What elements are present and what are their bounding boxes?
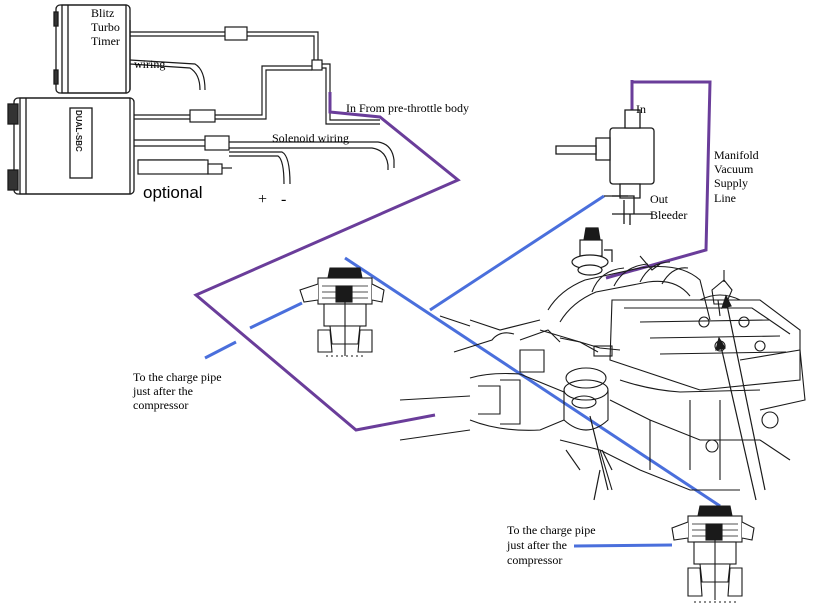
timer-label-3: Timer: [91, 34, 120, 48]
charge-pipe-right-1: To the charge pipe: [507, 523, 596, 537]
minus-label: -: [281, 191, 287, 208]
blue-line-left-pipe-dash: [204, 340, 237, 360]
pre-throttle-label: In From pre-throttle body: [346, 101, 469, 115]
charge-pipe-left-3: compressor: [133, 398, 189, 412]
turbo-timer-unit: [53, 4, 131, 94]
engine-drawing: [399, 255, 806, 491]
manifold-label-4: Line: [714, 191, 736, 205]
blue-line-bleeder: [429, 194, 605, 312]
charge-pipe-right-3: compressor: [507, 553, 563, 567]
purple-vacuum-line: [630, 80, 635, 113]
manifold-label-3: Supply: [714, 176, 749, 190]
callout-arrows: [589, 294, 766, 501]
manifold-label-2: Vacuum: [714, 162, 754, 176]
charge-pipe-left-1: To the charge pipe: [133, 370, 222, 384]
boost-solenoid: [555, 109, 655, 225]
wiring-harness: [129, 26, 395, 185]
blow-off-valve-lower: [671, 505, 755, 603]
in-label: In: [636, 102, 646, 116]
boost-controller-unit: [7, 97, 135, 195]
timer-label-1: Blitz: [91, 6, 115, 20]
purple-pre-throttle-line: [193, 92, 461, 432]
check-valve: [571, 227, 613, 276]
plus-label: +: [258, 191, 268, 208]
blow-off-valve-upper: [299, 267, 385, 357]
blue-line-right-pipe: [573, 543, 673, 548]
manifold-label-1: Manifold: [714, 148, 759, 162]
charge-pipe-right-2: just after the: [507, 538, 567, 552]
blue-line-to-valve-left: [344, 256, 721, 508]
out-label: Out: [650, 192, 668, 206]
controller-brand-text: DUAL-SBC: [74, 110, 83, 152]
optional-label: optional: [143, 183, 203, 202]
charge-pipe-left-2: just after the: [133, 384, 193, 398]
solenoid-wiring-label: Solenoid wiring: [272, 131, 349, 145]
bleeder-label: Bleeder: [650, 208, 688, 222]
purple-manifold-line: [605, 80, 712, 280]
wiring-label: wiring: [134, 57, 166, 71]
blue-line-left-pipe: [249, 301, 303, 330]
timer-label-2: Turbo: [91, 20, 120, 34]
